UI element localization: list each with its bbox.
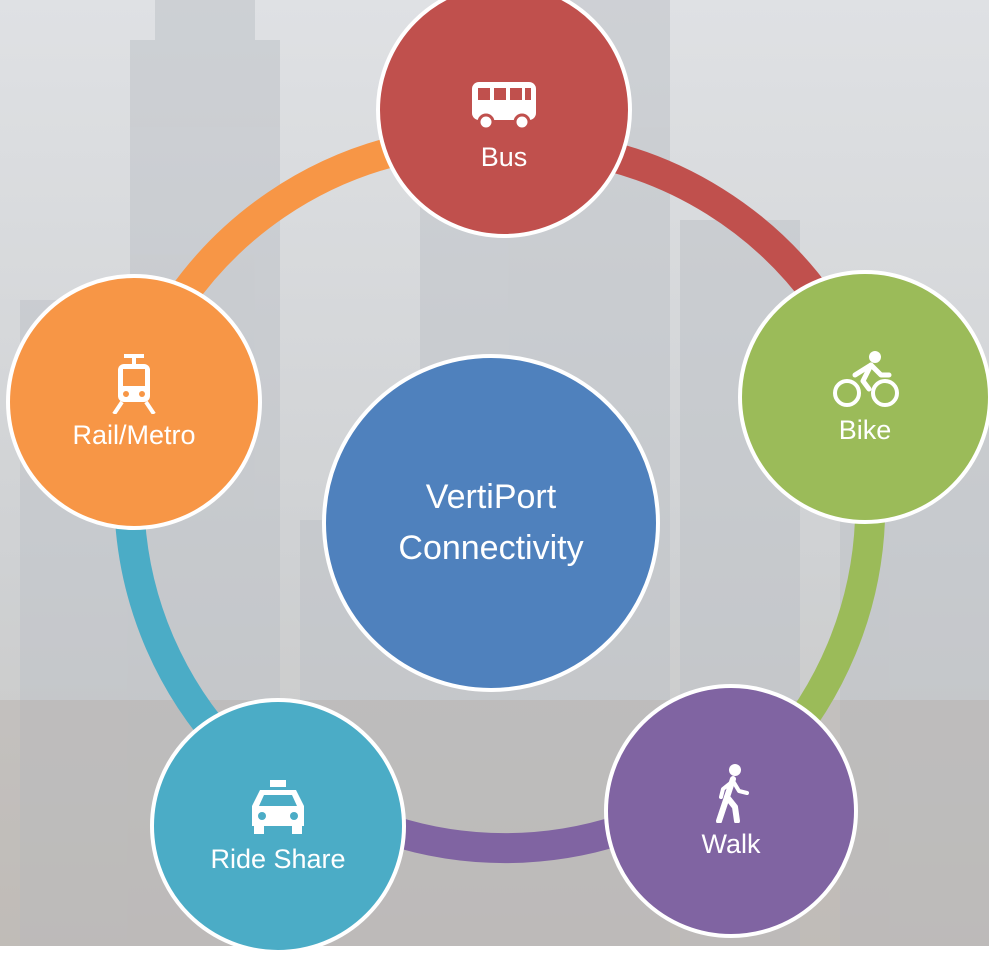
center-title-line2: Connectivity: [398, 529, 584, 567]
center-title-line1: VertiPort: [425, 478, 557, 516]
tram-icon: [112, 353, 156, 414]
bus-label: Bus: [480, 141, 528, 172]
bus-icon: [472, 81, 536, 130]
rideshare-label: Ride Share: [210, 843, 346, 874]
bike-label: Bike: [838, 414, 892, 445]
rail-metro-label: Rail/Metro: [72, 419, 196, 450]
bike-node: Bike: [738, 270, 989, 524]
walk-label: Walk: [701, 828, 761, 859]
ring-segment-rail-bus: [167, 135, 404, 309]
rail-metro-node: Rail/Metro: [6, 274, 262, 530]
taxi-icon: [252, 779, 304, 834]
walking-person-icon: [716, 763, 749, 823]
bicycle-rider-icon: [833, 350, 899, 407]
walk-node: Walk: [604, 684, 858, 938]
bus-node: Bus: [376, 0, 632, 238]
rideshare-node: Ride Share: [150, 698, 406, 954]
vertiport-connectivity-hub: VertiPort Connectivity: [322, 354, 660, 692]
ring-segment-walk-rideshare: [385, 815, 625, 864]
